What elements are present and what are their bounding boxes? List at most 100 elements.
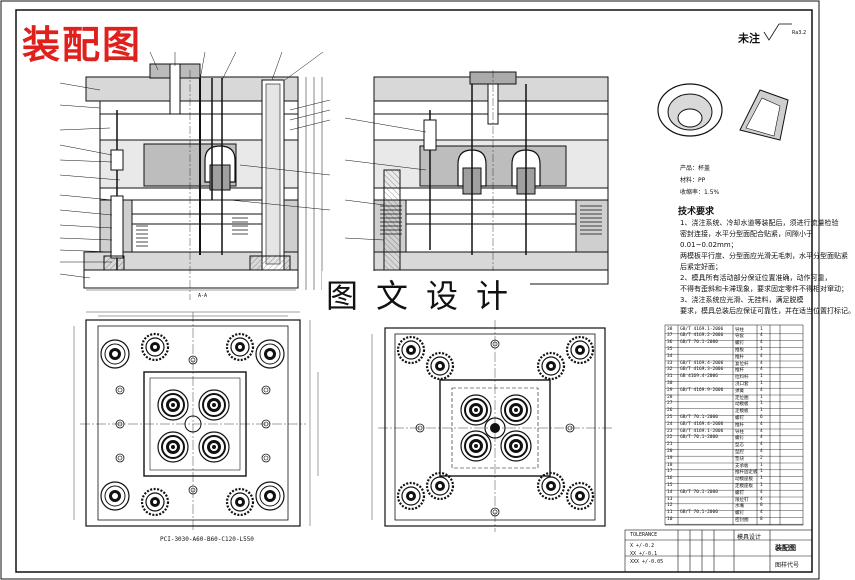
parts-cell-name: 密封圈 xyxy=(735,517,749,523)
parts-cell-no: 28 xyxy=(667,394,673,400)
parts-cell-qty: 1 xyxy=(760,476,763,482)
parts-cell-std: GB/T 70.1-2000 xyxy=(680,489,718,495)
parts-cell-qty: 8 xyxy=(760,503,763,509)
parts-cell-name: 定位圈 xyxy=(735,395,749,401)
parts-cell-no: 16 xyxy=(667,476,673,482)
parts-cell-qty: 8 xyxy=(760,516,763,522)
parts-cell-name: 推杆 xyxy=(735,422,744,428)
note-label: 未注 xyxy=(738,32,760,45)
title-block-number: 图样代号 xyxy=(775,562,800,569)
parts-cell-qty: 2 xyxy=(760,455,763,461)
parts-cell-name: 螺钉 xyxy=(735,436,744,442)
parts-cell-no: 21 xyxy=(667,442,673,448)
drawing-title: 装配图 xyxy=(22,23,143,67)
parts-cell-std: GB/T 4169.4-2006 xyxy=(680,360,724,366)
section-view-front xyxy=(59,51,331,300)
product-name: 产品：杯盖 xyxy=(680,165,711,172)
parts-cell-qty: 4 xyxy=(760,448,763,454)
parts-cell-no: 36 xyxy=(667,340,673,346)
parts-cell-qty: 4 xyxy=(760,442,763,448)
parts-cell-no: 38 xyxy=(667,326,673,332)
parts-cell-name: 定模板 xyxy=(735,409,749,415)
tech-requirement-line: 后紧定好面； xyxy=(680,263,722,271)
parts-cell-name: 导柱 xyxy=(735,327,744,333)
parts-cell-qty: 1 xyxy=(760,469,763,475)
parts-cell-qty: 4 xyxy=(760,333,763,339)
parts-cell-name: 螺钉 xyxy=(735,490,744,496)
product-shrinkage: 收缩率：1.5% xyxy=(680,189,720,196)
tolerance-line-2: XX +/-0.1 xyxy=(630,551,658,557)
watermark-text: 图文设计 xyxy=(322,271,531,317)
parts-cell-no: 33 xyxy=(667,360,673,366)
parts-cell-no: 20 xyxy=(667,448,673,454)
plan-view-fixed xyxy=(371,320,612,532)
parts-cell-no: 12 xyxy=(667,503,673,509)
parts-cell-name: 推杆 xyxy=(735,354,744,360)
parts-cell-no: 34 xyxy=(667,353,673,359)
parts-cell-qty: 4 xyxy=(760,435,763,441)
parts-cell-qty: 1 xyxy=(760,401,763,407)
parts-cell-no: 24 xyxy=(667,421,673,427)
parts-cell-qty: 1 xyxy=(760,394,763,400)
parts-cell-name: 拉料杆 xyxy=(735,375,749,381)
parts-cell-name: 导柱 xyxy=(735,429,744,435)
parts-cell-qty: 1 xyxy=(760,326,763,332)
parts-cell-name: 限位钉 xyxy=(735,497,749,503)
parts-cell-qty: 4 xyxy=(760,353,763,359)
surface-note: 未注 Ra3.2 xyxy=(738,30,806,46)
tech-requirement-line: 要求，模具总装后应保证可靠性，并在适当位置打标记。 xyxy=(680,307,855,315)
parts-cell-no: 27 xyxy=(667,401,673,407)
parts-cell-name: 支承板 xyxy=(735,463,749,469)
tech-requirement-line: 不得有歪斜和卡滞现象，要求固定零件不得相对窜动； xyxy=(680,285,848,293)
tolerance-line-1: X +/-0.2 xyxy=(630,543,655,549)
parts-cell-no: 37 xyxy=(667,333,673,339)
parts-cell-qty: 6 xyxy=(760,414,763,420)
parts-cell-std: GB/T 70.1-2000 xyxy=(680,510,718,516)
parts-cell-std: GB/T 4169.3-2006 xyxy=(680,367,724,373)
parts-cell-no: 25 xyxy=(667,414,673,420)
title-block-grid xyxy=(624,529,813,573)
parts-table-grid xyxy=(664,324,804,526)
title-block-school: 模具设计 xyxy=(737,534,762,541)
parts-cell-qty: 4 xyxy=(760,489,763,495)
parts-cell-std: GB/T 4169.2-2006 xyxy=(680,333,724,339)
parts-cell-qty: 4 xyxy=(760,340,763,346)
title-block-name: 装配图 xyxy=(775,544,796,552)
parts-cell-no: 11 xyxy=(667,510,673,516)
parts-cell-qty: 4 xyxy=(760,421,763,427)
parts-cell-no: 22 xyxy=(667,435,673,441)
parts-cell-no: 14 xyxy=(667,489,673,495)
tech-requirement-line: 1、浇注系统、冷却水道等装配后，须进行流量检验 xyxy=(680,219,839,227)
parts-cell-qty: 4 xyxy=(760,360,763,366)
section-label: A-A xyxy=(198,293,208,299)
parts-cell-no: 30 xyxy=(667,380,673,386)
product-material: 材料：PP xyxy=(680,177,706,184)
parts-cell-std: GB/T 70.1-2000 xyxy=(680,340,718,346)
parts-cell-no: 23 xyxy=(667,428,673,434)
parts-cell-no: 32 xyxy=(667,367,673,373)
tolerance-title: TOLERANCE xyxy=(630,532,658,538)
parts-cell-std: GB/T 4169.9-2006 xyxy=(680,387,724,393)
parts-cell-no: 13 xyxy=(667,496,673,502)
parts-cell-qty: 4 xyxy=(760,367,763,373)
parts-cell-no: 15 xyxy=(667,482,673,488)
parts-cell-name: 动模座板 xyxy=(735,477,753,483)
parts-cell-qty: 1 xyxy=(760,482,763,488)
tech-requirement-line: 3、浇注系统应光滑、无挂料，满足脱模 xyxy=(680,296,804,304)
tech-requirement-line: 两模板平行度、分型面应光滑无毛刺，水平分型面贴紧 xyxy=(680,252,848,260)
parts-cell-qty: 1 xyxy=(760,462,763,468)
parts-cell-qty: 1 xyxy=(760,380,763,386)
parts-cell-name: 弹簧 xyxy=(735,388,744,394)
parts-cell-no: 10 xyxy=(667,516,673,522)
parts-cell-name: 动模板 xyxy=(735,402,749,408)
parts-cell-qty: 4 xyxy=(760,510,763,516)
parts-cell-name: 复位杆 xyxy=(735,361,749,367)
parts-cell-no: 35 xyxy=(667,346,673,352)
parts-cell-std: GB/T 4169.1-2006 xyxy=(680,428,724,434)
parts-cell-name: 推板 xyxy=(735,347,744,353)
parts-cell-name: 浇口套 xyxy=(735,381,749,387)
parts-cell-no: 19 xyxy=(667,455,673,461)
tech-requirement-line: 2、模具所有活动部分保证位置准确，动作可靠， xyxy=(680,274,832,282)
parts-cell-name: 型腔 xyxy=(735,449,744,455)
